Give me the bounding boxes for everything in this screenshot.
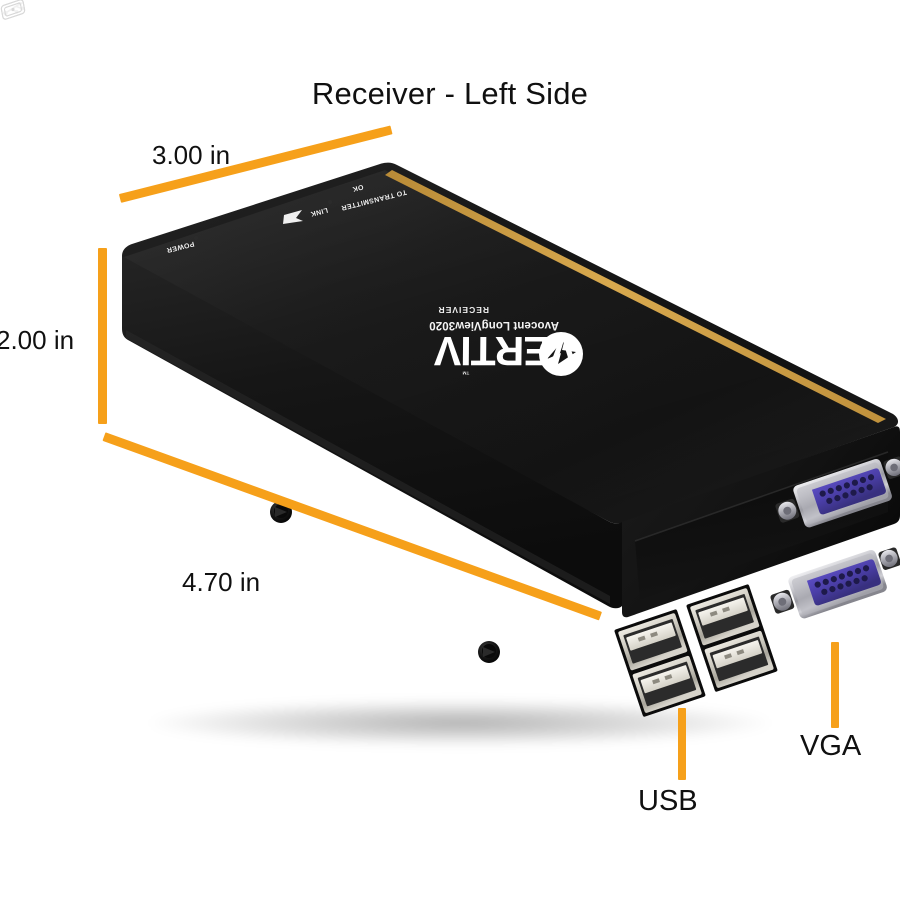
dimension-label-length: 4.70 in xyxy=(182,567,261,597)
vga-thumbscrew xyxy=(770,547,900,614)
chassis-top-face xyxy=(122,162,900,545)
callout-leader-usb xyxy=(678,708,686,780)
vertiv-logo-icon xyxy=(539,332,583,376)
monitor-icon xyxy=(0,0,26,20)
usb-port-stack-1[interactable] xyxy=(614,609,706,717)
brand-block: VERTIV ™ Avocent LongView3020 RECEIVER xyxy=(395,282,585,378)
usb-port-stack-2[interactable] xyxy=(686,584,778,692)
gold-stripe xyxy=(385,170,886,423)
brand-trademark: ™ xyxy=(462,367,470,376)
direction-arrow-icon xyxy=(283,210,303,224)
chassis-screw-2 xyxy=(478,641,500,663)
page-title: Receiver - Left Side xyxy=(311,76,589,111)
chassis-left-face xyxy=(122,256,622,609)
dimension-label-depth: 3.00 in xyxy=(152,140,231,170)
callout-leader-vga xyxy=(831,642,839,728)
dimension-line-height xyxy=(98,248,107,424)
vga-port-1[interactable] xyxy=(771,451,900,536)
dimension-label-height: 2.00 in xyxy=(0,325,75,355)
vga-thumbscrew xyxy=(775,456,900,523)
brand-wordmark: VERTIV xyxy=(434,328,578,374)
vga-port-2[interactable] xyxy=(766,542,900,627)
callout-label-usb: USB xyxy=(638,785,698,817)
brand-role: RECEIVER xyxy=(437,305,489,315)
callout-label-vga: VGA xyxy=(800,730,862,762)
status-leds xyxy=(193,187,364,241)
brand-model: Avocent LongView3020 xyxy=(429,319,559,331)
